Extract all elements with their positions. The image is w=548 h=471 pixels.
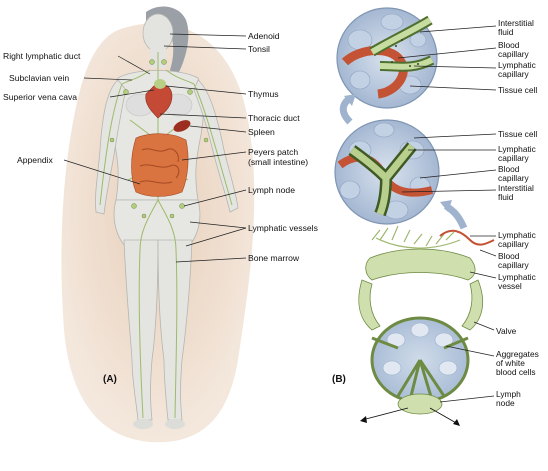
leader-superior-vena-cava bbox=[109, 89, 155, 98]
label-lymph-node-micro-line1: Lymph bbox=[496, 389, 521, 399]
leader-lymph-node-micro bbox=[439, 395, 495, 403]
spleen-organ bbox=[173, 120, 191, 132]
arrow-efferent-right bbox=[429, 407, 459, 425]
label-lymph-node-micro-line2: node bbox=[496, 398, 515, 408]
label-lymph-node: Lymph node bbox=[248, 185, 295, 195]
panel-a-figure bbox=[61, 6, 255, 443]
panel-a-label: (A) bbox=[103, 374, 117, 385]
leader-subclavian-vein bbox=[83, 77, 133, 81]
leg-right bbox=[157, 239, 193, 421]
label-interstitial-fluid-2-line2: fluid bbox=[498, 192, 514, 202]
panel-b-figure bbox=[334, 7, 495, 426]
arrowhead-middle-to-top bbox=[344, 94, 356, 106]
leader-peyers-patch bbox=[181, 151, 247, 161]
label-subclavian-vein: Subclavian vein bbox=[9, 73, 69, 83]
magnified-circle-middle bbox=[334, 119, 440, 225]
leader-lymphatic-vessels-2 bbox=[185, 227, 247, 247]
leader-tonsil bbox=[163, 45, 247, 50]
lymph-node-structure bbox=[370, 316, 470, 415]
label-right-lymphatic-duct: Right lymphatic duct bbox=[3, 51, 81, 61]
leader-blood-capillary-3 bbox=[479, 249, 497, 257]
label-blood-capillary-2-line1: Blood bbox=[498, 164, 520, 174]
leader-lymphatic-capillary-1 bbox=[413, 65, 497, 69]
leader-thymus bbox=[165, 85, 247, 95]
leader-lymph-node bbox=[183, 189, 247, 207]
leader-spleen bbox=[189, 125, 247, 133]
label-blood-capillary-2-line2: capillary bbox=[498, 173, 530, 183]
label-interstitial-fluid-1-line1: Interstitial bbox=[498, 18, 534, 28]
panel-a-labels: Adenoid Tonsil Right lymphatic duct Subc… bbox=[3, 31, 318, 385]
label-lymphatic-vessels: Lymphatic vessels bbox=[248, 223, 318, 233]
leader-blood-capillary-1 bbox=[397, 47, 497, 59]
leader-tissue-cell-1 bbox=[409, 85, 497, 91]
arrowhead-bottom-to-middle bbox=[440, 200, 452, 212]
label-adenoid: Adenoid bbox=[248, 31, 280, 41]
label-lymphatic-capillary-3-line1: Lymphatic bbox=[498, 230, 536, 240]
leader-aggregates bbox=[445, 345, 495, 357]
label-blood-capillary-3-line2: capillary bbox=[498, 260, 530, 270]
label-lymphatic-capillary-1-line2: capillary bbox=[498, 69, 530, 79]
magnified-circle-top bbox=[336, 7, 438, 109]
leader-valve bbox=[473, 321, 495, 331]
label-appendix: Appendix bbox=[17, 155, 54, 165]
leader-blood-capillary-2 bbox=[419, 169, 497, 179]
label-blood-capillary-1-line1: Blood bbox=[498, 40, 520, 50]
label-lymphatic-capillary-2-line1: Lymphatic bbox=[498, 144, 536, 154]
panel-b-labels: Interstitial fluid Blood capillary Lymph… bbox=[332, 18, 539, 408]
label-lymphatic-capillary-1-line1: Lymphatic bbox=[498, 60, 536, 70]
label-lymphatic-capillary-2-line2: capillary bbox=[498, 153, 530, 163]
label-tissue-cell-1: Tissue cell bbox=[498, 85, 537, 95]
panel-b-label: (B) bbox=[332, 374, 346, 385]
foot-right bbox=[165, 419, 185, 429]
intestines bbox=[131, 133, 189, 197]
leader-right-lymphatic-duct bbox=[117, 55, 151, 75]
label-aggregates-line2: of white bbox=[496, 358, 525, 368]
label-superior-vena-cava: Superior vena cava bbox=[3, 92, 77, 102]
foot-left bbox=[133, 419, 153, 429]
label-interstitial-fluid-1-line2: fluid bbox=[498, 27, 514, 37]
label-blood-capillary-3-line1: Blood bbox=[498, 251, 520, 261]
label-interstitial-fluid-2-line1: Interstitial bbox=[498, 183, 534, 193]
leader-interstitial-fluid-1 bbox=[419, 25, 497, 33]
thymus-organ bbox=[154, 79, 166, 89]
lymphatic-vessel-mesh bbox=[358, 248, 484, 331]
leader-lymphatic-vessel bbox=[469, 271, 497, 279]
label-thoracic-duct: Thoracic duct bbox=[248, 113, 300, 123]
label-blood-capillary-1-line2: capillary bbox=[498, 49, 530, 59]
label-peyers-patch-line2: (small intestine) bbox=[248, 157, 308, 167]
leader-appendix bbox=[63, 159, 141, 185]
leader-bone-marrow bbox=[175, 257, 247, 263]
label-tissue-cell-2: Tissue cell bbox=[498, 129, 537, 139]
label-bone-marrow: Bone marrow bbox=[248, 253, 300, 263]
label-aggregates-line3: blood cells bbox=[496, 367, 536, 377]
pelvis bbox=[113, 199, 201, 246]
lymphatic-network bbox=[99, 52, 233, 419]
label-peyers-patch-line1: Peyers patch bbox=[248, 147, 298, 157]
leg-left bbox=[123, 239, 159, 421]
label-thymus: Thymus bbox=[248, 89, 279, 99]
label-lymphatic-capillary-3-line2: capillary bbox=[498, 239, 530, 249]
leader-adenoid bbox=[169, 33, 247, 37]
leader-tissue-cell-2 bbox=[413, 133, 497, 139]
arrowhead-efferent-left bbox=[360, 416, 367, 423]
blood-capillary-bed bbox=[439, 229, 495, 246]
label-aggregates-line1: Aggregates bbox=[496, 349, 539, 359]
arrowhead-efferent-right bbox=[453, 419, 460, 426]
leader-interstitial-fluid-2 bbox=[401, 189, 497, 193]
label-lymphatic-vessel-line2: vessel bbox=[498, 281, 522, 291]
label-lymphatic-vessel-line1: Lymphatic bbox=[498, 272, 536, 282]
label-tonsil: Tonsil bbox=[248, 44, 270, 54]
label-valve: Valve bbox=[496, 326, 517, 336]
lymphatic-capillary-bed bbox=[371, 225, 461, 249]
leader-lymphatic-vessels-1 bbox=[189, 221, 247, 229]
label-spleen: Spleen bbox=[248, 127, 275, 137]
leader-thoracic-duct bbox=[159, 113, 247, 119]
arrow-efferent-left bbox=[361, 407, 409, 421]
